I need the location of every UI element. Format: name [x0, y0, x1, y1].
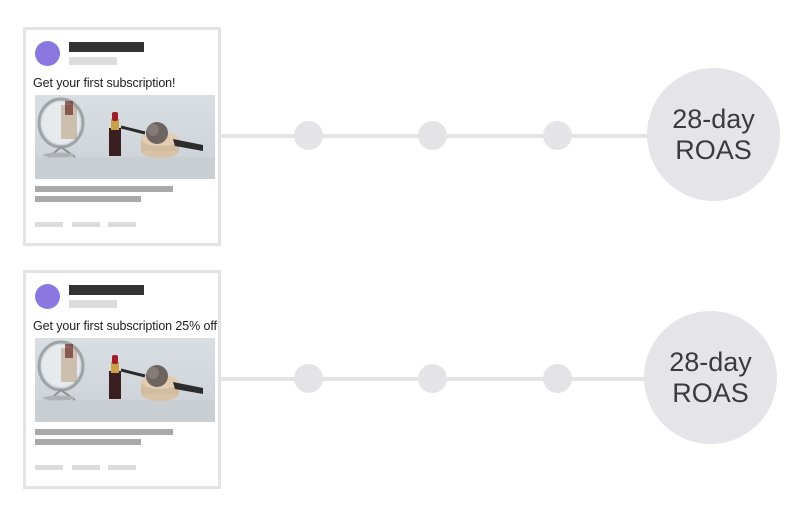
- metric-label-line2: ROAS: [672, 377, 749, 408]
- cosmetics-photo-icon: [35, 338, 215, 422]
- ad-body-line: [35, 196, 141, 202]
- flow-step-dot: [294, 364, 323, 393]
- avatar: [35, 41, 60, 66]
- account-subtitle-placeholder: [69, 300, 117, 308]
- account-name-placeholder: [69, 42, 144, 52]
- metric-circle: 28-day ROAS: [644, 311, 777, 444]
- cosmetics-photo-icon: [35, 95, 215, 179]
- account-name-placeholder: [69, 285, 144, 295]
- variant-row-2: Get your first subscription 25% off: [0, 263, 804, 493]
- metric-label-line1: 28-day: [669, 346, 752, 377]
- ad-body-line: [35, 186, 173, 192]
- account-subtitle-placeholder: [69, 57, 117, 65]
- ad-action-placeholder: [35, 465, 63, 470]
- metric-label-line1: 28-day: [672, 103, 755, 134]
- ad-action-placeholder: [108, 222, 136, 227]
- ad-action-placeholder: [72, 222, 100, 227]
- flow-step-dot: [294, 121, 323, 150]
- metric-label-line2: ROAS: [675, 134, 752, 165]
- ad-headline: Get your first subscription!: [33, 76, 176, 90]
- ad-preview-card: Get your first subscription 25% off: [23, 270, 221, 489]
- flow-step-dot: [543, 121, 572, 150]
- ad-action-placeholder: [108, 465, 136, 470]
- metric-circle: 28-day ROAS: [647, 68, 780, 201]
- avatar: [35, 284, 60, 309]
- flow-step-dot: [543, 364, 572, 393]
- ad-preview-card: Get your first subscription!: [23, 27, 221, 246]
- variant-row-1: Get your first subscription!: [0, 20, 804, 250]
- ad-body-line: [35, 439, 141, 445]
- flow-step-dot: [418, 364, 447, 393]
- ad-headline: Get your first subscription 25% off: [33, 319, 217, 333]
- ad-body-line: [35, 429, 173, 435]
- ad-action-placeholder: [72, 465, 100, 470]
- flow-step-dot: [418, 121, 447, 150]
- ad-action-placeholder: [35, 222, 63, 227]
